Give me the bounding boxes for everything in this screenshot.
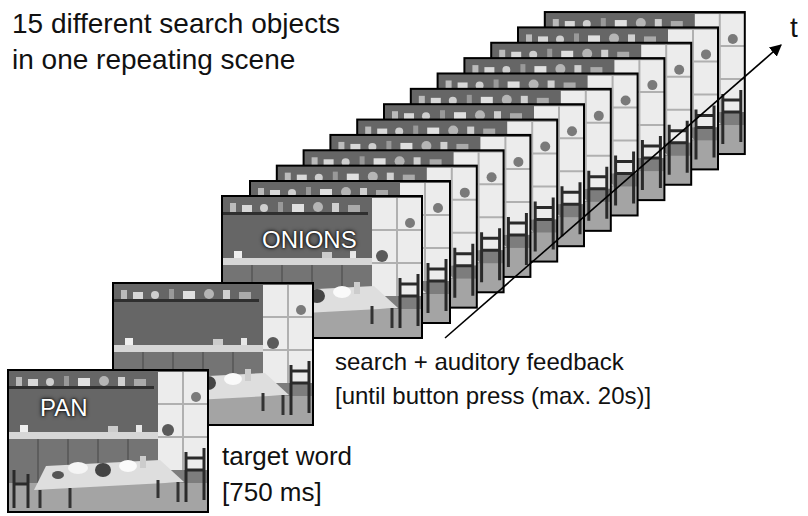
search-phase-label-box: search + auditory feedback [until button… — [335, 345, 665, 413]
time-axis-label: t — [790, 10, 798, 46]
frame-border — [8, 370, 208, 512]
target-phase-label: target word [750 ms] — [222, 438, 372, 510]
scene-photo — [8, 370, 208, 512]
figure-heading-box: 15 different search objects in one repea… — [12, 6, 354, 78]
search-frame: ONIONS — [222, 196, 422, 338]
figure-heading: 15 different search objects in one repea… — [12, 6, 354, 78]
target-phase-label-box: target word [750 ms] — [222, 438, 372, 510]
time-arrow — [445, 45, 781, 338]
search-phase-label: search + auditory feedback [until button… — [335, 345, 665, 413]
search-frame: PAN — [8, 370, 208, 512]
target-word: PAN — [40, 394, 88, 422]
frame-stack — [8, 12, 745, 512]
scene-frame — [8, 370, 208, 512]
time-axis-label-box: t — [790, 10, 798, 46]
target-word: ONIONS — [262, 226, 357, 254]
